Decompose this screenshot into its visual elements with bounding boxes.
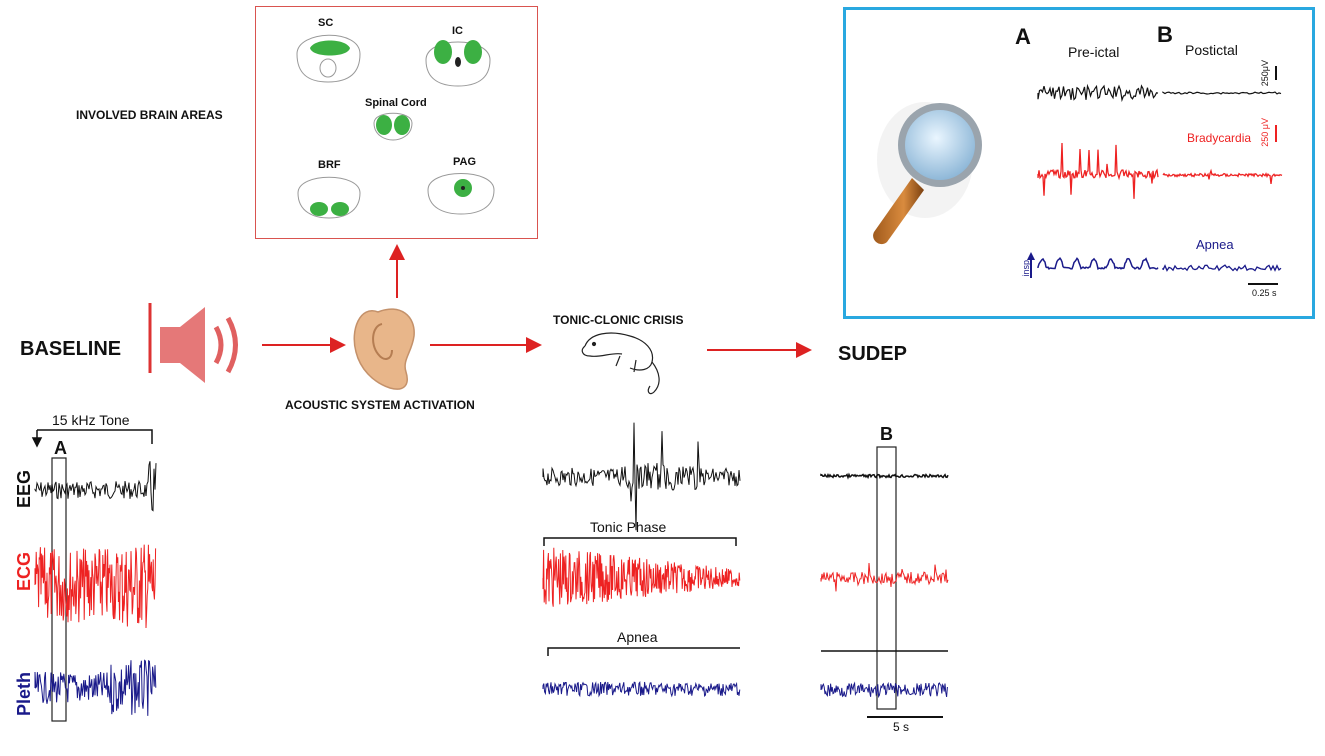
scale-5s-label: 5 s	[893, 720, 910, 734]
brain-section-pag	[427, 173, 495, 215]
involved-brain-areas-label: INVOLVED BRAIN AREAS	[76, 108, 223, 122]
inset-a-label: A	[1015, 24, 1031, 49]
crisis-ecg-trace	[542, 547, 741, 607]
brain-areas-panel	[255, 6, 538, 239]
baseline-pleth-trace	[34, 659, 157, 716]
marker-b-label: B	[880, 424, 893, 444]
scale-025s-label: 0.25 s	[1252, 288, 1277, 298]
acoustic-activation-label: ACOUSTIC SYSTEM ACTIVATION	[285, 398, 475, 412]
speaker-icon	[148, 303, 238, 383]
inset-postictal-resp-trace	[1162, 264, 1282, 272]
brain-label-ic: IC	[452, 25, 463, 37]
brain-section-ic	[425, 40, 491, 87]
tonic-phase-label: Tonic Phase	[590, 519, 667, 535]
baseline-eeg-trace	[34, 461, 157, 512]
inset-b-label: B	[1157, 22, 1173, 47]
tonic-phase-bracket	[543, 537, 737, 546]
brain-label-sc: SC	[318, 17, 334, 29]
apnea-bracket	[547, 647, 740, 656]
tonic-clonic-label: TONIC-CLONIC CRISIS	[553, 313, 684, 327]
baseline-ecg-trace	[34, 544, 157, 629]
rat-icon	[581, 332, 660, 395]
postictal-label: Postictal	[1185, 42, 1238, 58]
window-b	[876, 446, 897, 710]
tone-bracket	[31, 429, 153, 448]
signal-traces	[34, 83, 1283, 716]
brain-section-spinal-cord	[373, 112, 413, 141]
sudep-pleth-trace	[820, 681, 948, 699]
ear-icon	[353, 308, 415, 390]
bradycardia-label: Bradycardia	[1187, 131, 1252, 145]
inset-preictal-eeg-trace	[1037, 83, 1159, 103]
crisis-eeg-trace	[542, 422, 741, 531]
window-a	[51, 457, 67, 722]
tone-label: 15 kHz Tone	[52, 412, 130, 428]
brain-section-brf	[297, 176, 361, 219]
baseline-label: BASELINE	[20, 338, 122, 360]
apnea-label: Apnea	[617, 629, 658, 645]
inset-apnea-label: Apnea	[1196, 237, 1234, 252]
brain-label-pag: PAG	[453, 156, 477, 168]
zoom-inset-panel	[843, 7, 1315, 319]
brain-section-sc	[296, 34, 361, 83]
inset-postictal-ecg-trace	[1162, 168, 1283, 184]
inset-preictal-ecg-trace	[1037, 142, 1159, 199]
crisis-pleth-trace	[542, 680, 741, 698]
inset-postictal-eeg-trace	[1162, 91, 1282, 95]
sudep-ecg-trace	[820, 562, 949, 592]
sudep-eeg-trace	[820, 472, 949, 480]
sudep-label: SUDEP	[838, 343, 907, 365]
inset-preictal-resp-trace	[1037, 257, 1159, 271]
brain-label-spinal-cord: Spinal Cord	[365, 97, 427, 109]
brain-label-brf: BRF	[318, 159, 341, 171]
marker-a-label: A	[54, 438, 67, 458]
magnifier-icon	[873, 102, 982, 245]
pre-ictal-label: Pre-ictal	[1068, 44, 1120, 60]
